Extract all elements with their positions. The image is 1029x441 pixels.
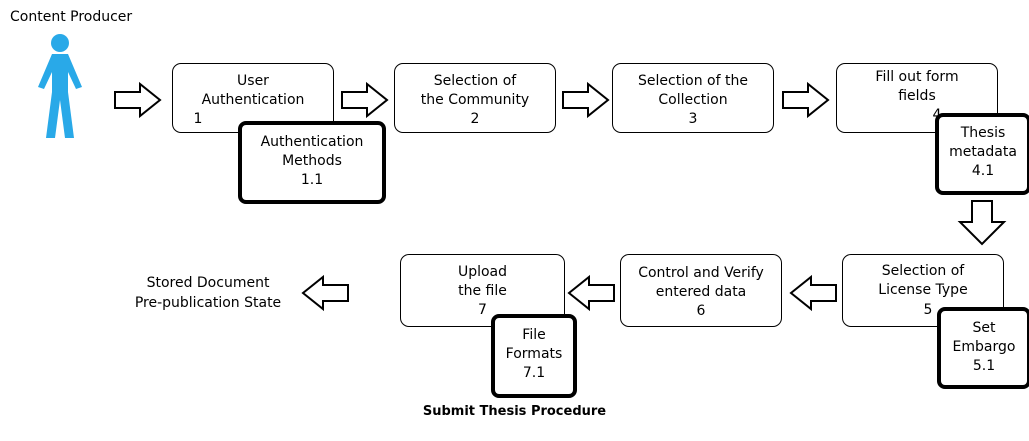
substep-line1: Set <box>972 320 996 336</box>
step-number: 5 <box>923 302 933 318</box>
substep-number: 5.1 <box>972 358 996 374</box>
substep-number: 4.1 <box>971 163 995 179</box>
arrow-down-4-to-5 <box>957 200 1007 246</box>
arrow-right-1-to-2 <box>341 81 389 119</box>
substep-line1: Thesis <box>960 125 1006 141</box>
end-state-line2: Pre-publication State <box>134 295 282 311</box>
step-line2: Authentication <box>201 92 305 108</box>
end-state-line1: Stored Document <box>146 275 270 291</box>
substep-line2: Methods <box>282 153 342 169</box>
substep-line2: Embargo <box>952 339 1016 355</box>
substep-line1: File <box>522 327 546 343</box>
end-state-label: Stored Document Pre-publication State <box>118 273 298 313</box>
step-line1: User <box>237 73 269 89</box>
substep-number: 7.1 <box>522 365 546 381</box>
arrow-left-5-to-6 <box>789 274 837 312</box>
step-number: 1 <box>193 111 203 127</box>
step-line1: Selection of the <box>638 73 748 89</box>
step-number: 3 <box>688 111 698 127</box>
step-number: 6 <box>696 303 706 319</box>
arrow-right-actor-to-1 <box>114 81 162 119</box>
step-line2: entered data <box>655 284 747 300</box>
substep-number: 1.1 <box>300 172 324 188</box>
step-line1: Upload <box>457 264 508 280</box>
arrow-left-6-to-7 <box>567 274 615 312</box>
step-line2: Collection <box>658 92 728 108</box>
step-number: 7 <box>478 302 487 318</box>
diagram-caption: Submit Thesis Procedure <box>422 404 607 419</box>
person-icon <box>38 34 82 138</box>
step-control-verify: Control and Verify entered data 6 <box>620 254 782 327</box>
substep-line2: Formats <box>505 346 563 362</box>
step-line2: License Type <box>878 282 968 298</box>
actor-label: Content Producer <box>10 9 133 25</box>
step-line1: Fill out form <box>875 69 959 85</box>
step-number: 2 <box>470 111 480 127</box>
step-line1: Selection of <box>881 263 965 279</box>
step-line2: fields <box>898 88 936 104</box>
step-selection-community: Selection of the Community 2 <box>394 63 556 133</box>
arrow-left-7-to-end <box>301 274 349 312</box>
step-line2: the Community <box>420 92 530 108</box>
substep-line2: metadata <box>949 144 1017 160</box>
step-line2: the file <box>458 283 507 299</box>
step-line1: Selection of <box>433 73 517 89</box>
substep-thesis-metadata: Thesis metadata 4.1 <box>935 113 1029 195</box>
step-line1: Control and Verify <box>638 265 764 281</box>
arrow-right-3-to-4 <box>782 81 830 119</box>
substep-line1: Authentication <box>260 134 364 150</box>
arrow-right-2-to-3 <box>562 81 610 119</box>
